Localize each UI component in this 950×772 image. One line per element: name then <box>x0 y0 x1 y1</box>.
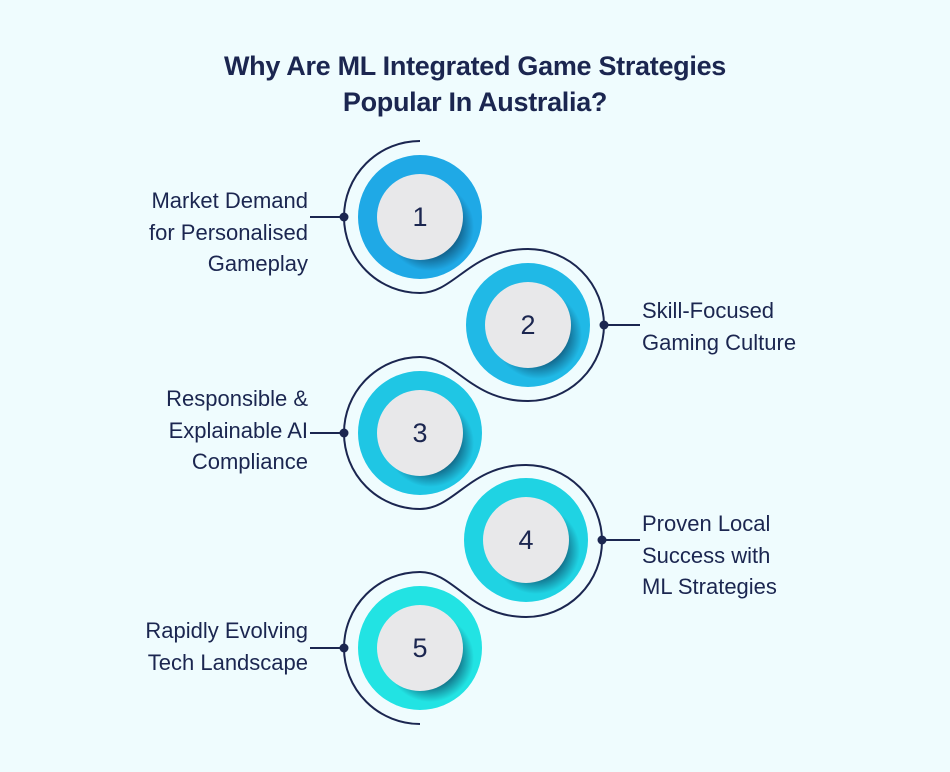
step-label-3: Responsible & Explainable AI Compliance <box>166 386 308 474</box>
step-number-3: 3 <box>412 418 428 448</box>
connector-1 <box>310 212 349 222</box>
step-label-1: Market Demand for Personalised Gameplay <box>149 188 308 276</box>
connector-2 <box>599 320 640 330</box>
step-number-2: 2 <box>520 310 536 340</box>
connector-3 <box>310 428 349 438</box>
step-number-1: 1 <box>412 202 428 232</box>
step-circle-4 <box>464 478 588 602</box>
step-circle-3 <box>358 371 482 495</box>
step-circle-1 <box>358 155 482 279</box>
step-circle-5 <box>358 586 482 710</box>
title-line-1: Why Are ML Integrated Game Strategies <box>223 51 727 81</box>
connector-5 <box>310 643 349 653</box>
step-circle-2 <box>466 263 590 387</box>
step-label-4: Proven Local Success with ML Strategies <box>642 511 777 599</box>
step-number-5: 5 <box>412 633 428 663</box>
step-label-5: Rapidly Evolving Tech Landscape <box>145 618 308 675</box>
step-number-4: 4 <box>518 525 534 555</box>
page-title: Why Are ML Integrated Game Strategies Po… <box>0 48 950 120</box>
step-label-2: Skill-Focused Gaming Culture <box>642 298 797 355</box>
title-line-2: Popular In Australia? <box>342 87 608 117</box>
connector-4 <box>597 535 640 545</box>
